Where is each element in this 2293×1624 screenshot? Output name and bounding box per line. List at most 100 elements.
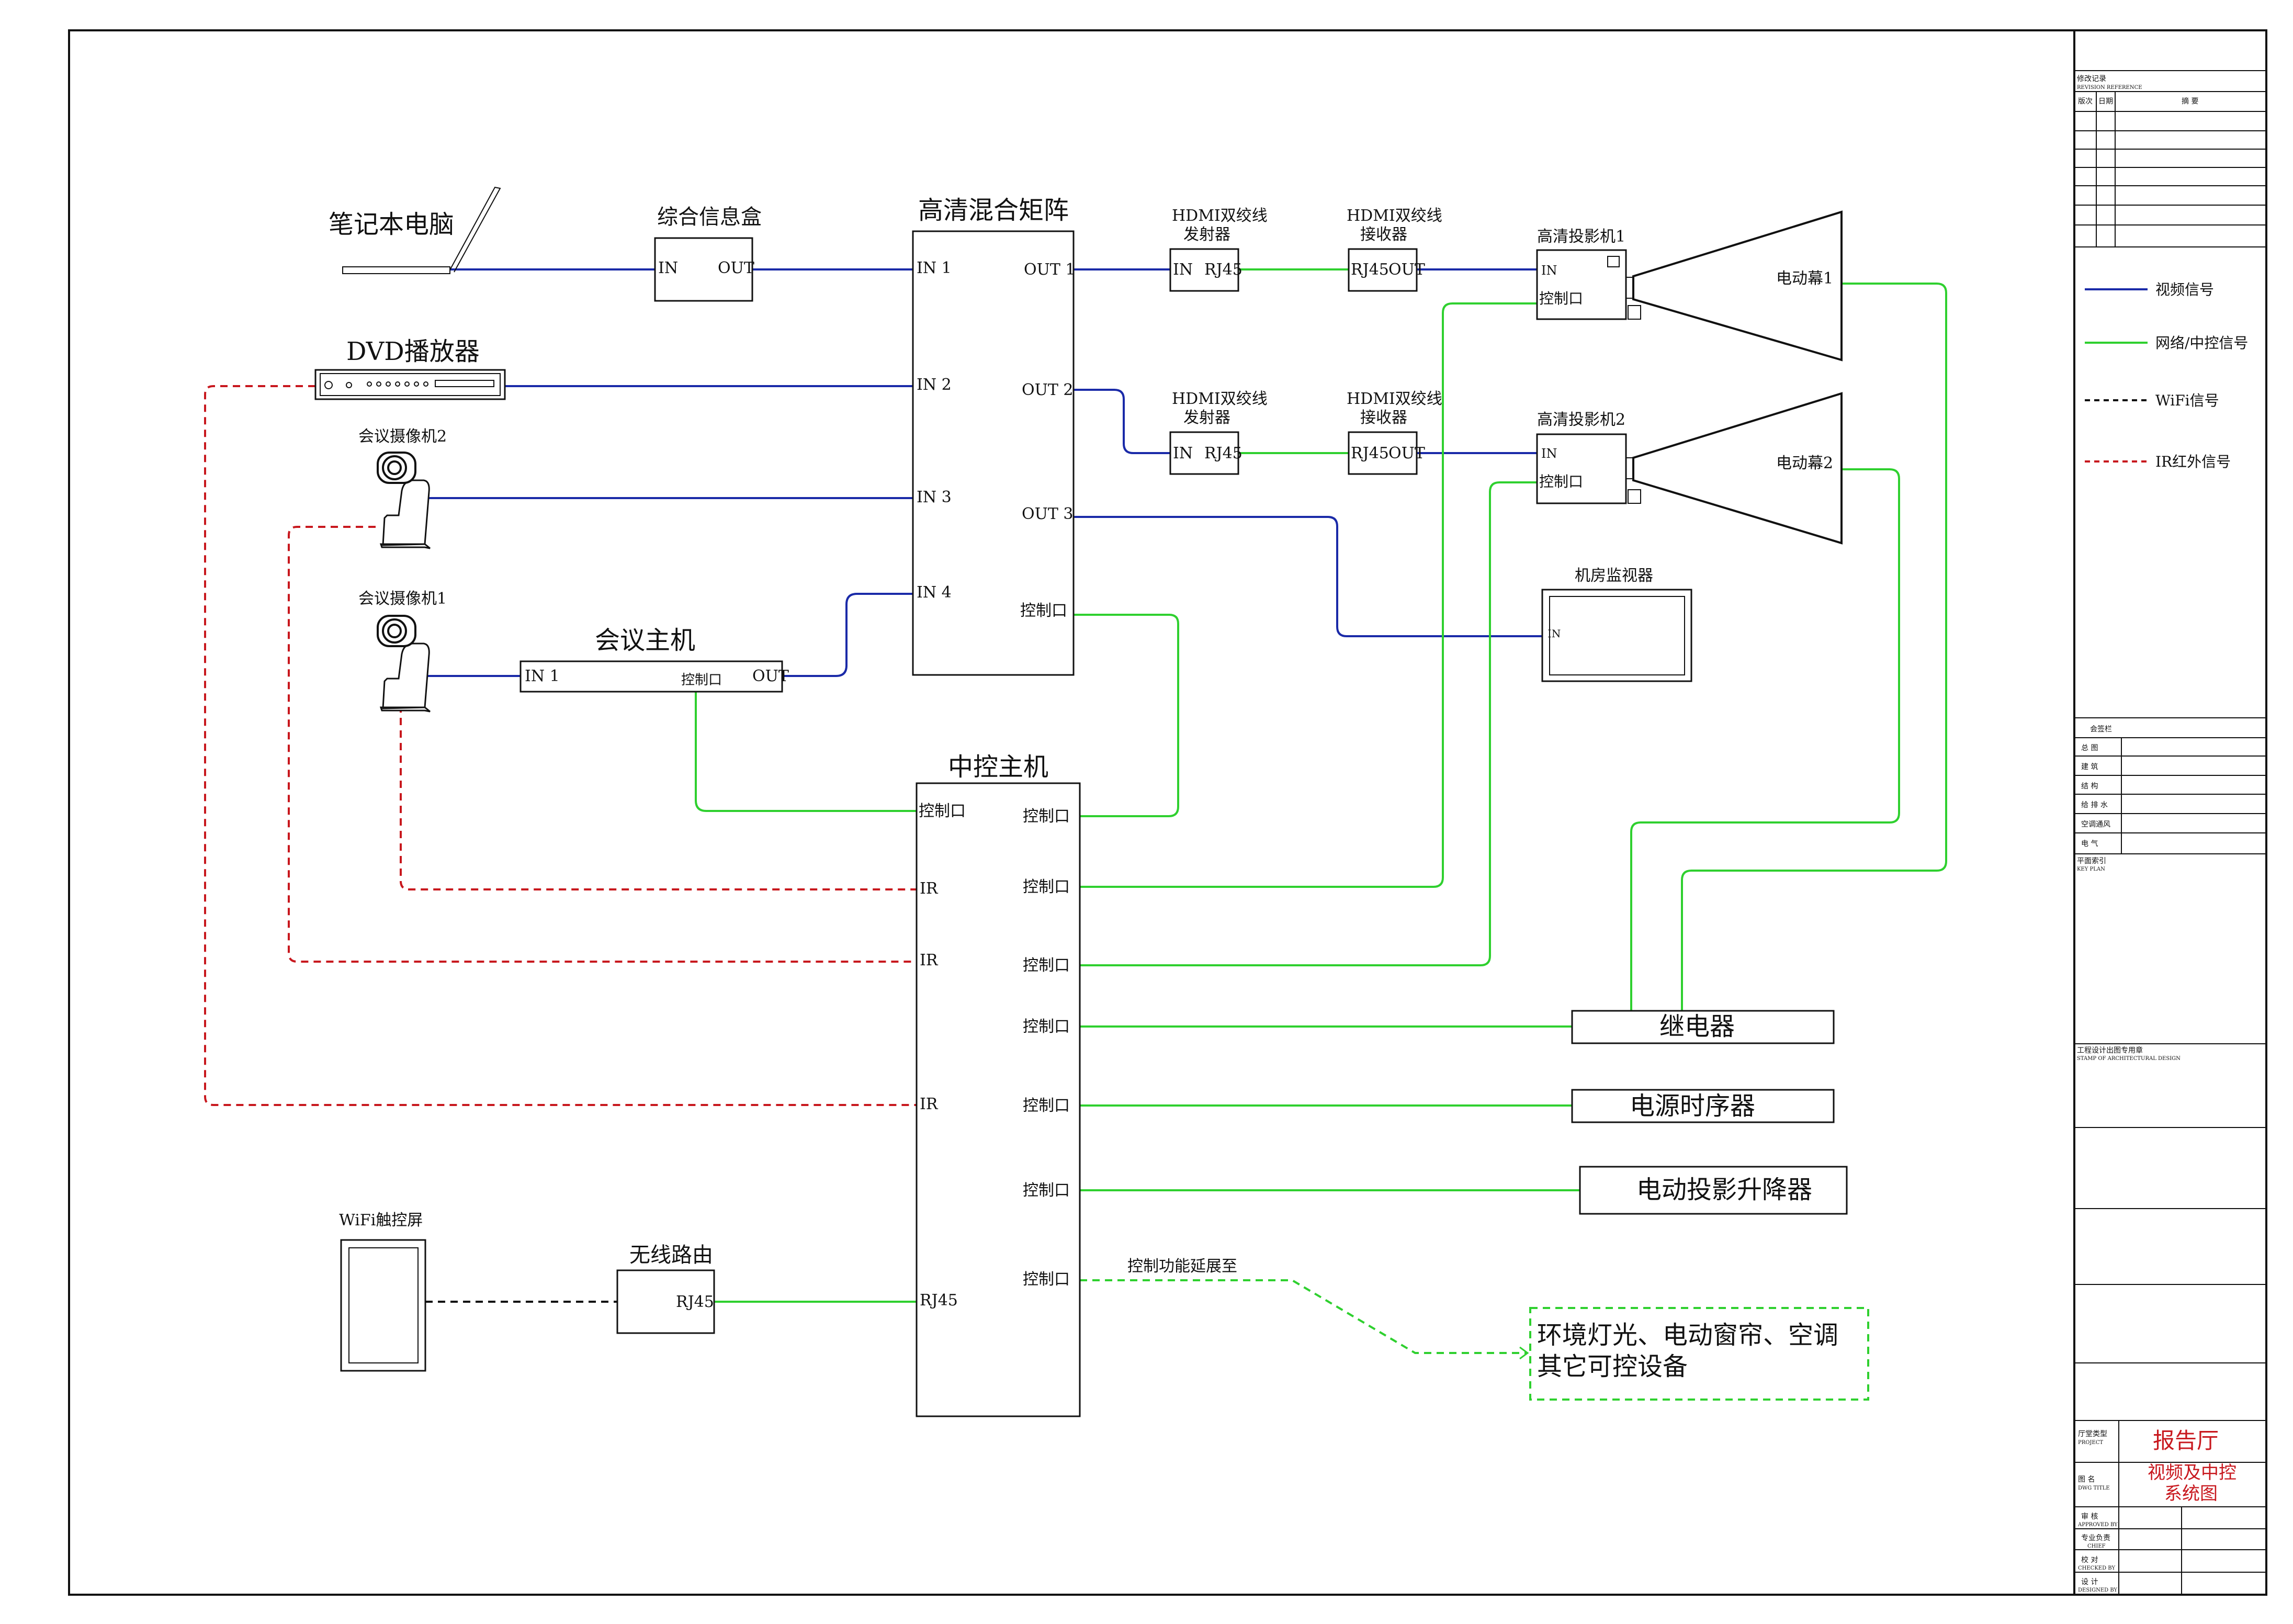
line-matrix-ctrl-to-controller <box>1074 614 1179 817</box>
matrix-in1-port: IN 1 <box>917 259 952 277</box>
projector1-box <box>1536 249 1627 320</box>
info-box-title: 综合信息盒 <box>657 205 762 229</box>
monitor-outer <box>1541 589 1692 682</box>
relay-box <box>1571 1010 1835 1044</box>
revision-col-note: 摘 要 <box>2182 97 2198 106</box>
dvd-button-icon <box>386 381 391 387</box>
screen1-beam-icon <box>1632 210 1843 362</box>
projector-lift-device: 电动投影升降器 <box>1579 1166 1848 1215</box>
revision-title-en: REVISION REFERENCE <box>2077 85 2142 91</box>
sign-header: 会签栏 <box>2090 725 2112 734</box>
designed-cn: 设 计 <box>2081 1578 2098 1586</box>
screen2-label: 电动幕2 <box>1776 454 1833 472</box>
matrix-out2-port: OUT 2 <box>1022 381 1074 399</box>
laptop-base-icon <box>342 266 450 274</box>
router-label: 无线路由 <box>629 1243 713 1267</box>
projector1-lens-icon <box>1625 277 1634 299</box>
hdmi-rx1: HDMI双绞线 接收器 RJ45 OUT <box>1347 207 1442 292</box>
power-sequencer-device: 电源时序器 <box>1571 1089 1835 1123</box>
dvd-button-icon <box>346 382 352 388</box>
camera1-lens-inner-icon <box>387 624 402 638</box>
wireless-router: 无线路由 RJ45 <box>616 1243 715 1334</box>
project-value: 报告厅 <box>2153 1428 2219 1453</box>
info-box-in-port: IN <box>658 259 678 277</box>
extend-arrow-icon <box>1519 1346 1529 1360</box>
hdmi-tx1-in-port: IN <box>1173 261 1193 279</box>
conference-host-device: 会议主机 IN 1 控制口 OUT <box>519 626 789 693</box>
extend-devices: 环境灯光、电动窗帘、空调 其它可控设备 <box>1529 1307 1869 1401</box>
video-lines <box>426 268 1542 677</box>
controller-extend-label: 控制功能延展至 <box>1127 1257 1237 1276</box>
projector2-ctrl-port: 控制口 <box>1539 473 1583 490</box>
dvd-device: DVD播放器 <box>314 337 506 400</box>
matrix-out3-port: OUT 3 <box>1022 505 1074 523</box>
controller-left-port-ir3: IR <box>920 1095 939 1113</box>
camera2-lens-inner-icon <box>387 460 402 475</box>
touch-screen-label: WiFi触控屏 <box>339 1211 423 1230</box>
extend-line2: 其它可控设备 <box>1537 1352 1688 1381</box>
dvd-button-icon <box>414 381 419 387</box>
revision-col-date: 日期 <box>2098 97 2113 106</box>
line-controller-to-projector2 <box>1080 481 1537 966</box>
network-lines <box>695 268 1947 1303</box>
controller-title: 中控主机 <box>948 752 1048 782</box>
drawing-value-line1: 视频及中控 <box>2148 1462 2236 1483</box>
title-block: 修改记录 REVISION REFERENCE 版次 日期 摘 要 视频信号 网… <box>2073 30 2267 1595</box>
dvd-label: DVD播放器 <box>346 337 480 366</box>
dvd-button-icon <box>423 381 428 387</box>
discipline-0: 总 图 <box>2081 744 2098 752</box>
controller-right-port-4: 控制口 <box>1023 1018 1070 1036</box>
checked-en: CHECKED BY <box>2078 1565 2115 1571</box>
projector1-in-port: IN <box>1541 263 1557 278</box>
approved-en: APPROVED BY <box>2077 1522 2118 1528</box>
conf-host-ctrl-port: 控制口 <box>681 672 722 688</box>
laptop-device: 笔记本电脑 <box>329 186 501 274</box>
hdmi-rx2-out-port: OUT <box>1388 444 1425 463</box>
screen2: 电动幕2 <box>1632 392 1843 545</box>
hdmi-rx2-rj45-port: RJ45 <box>1351 444 1389 463</box>
projector1-foot-icon <box>1628 305 1641 320</box>
hdmi-rx2-box <box>1348 431 1418 475</box>
line-matrix-out2-to-tx2 <box>1074 389 1170 454</box>
controller-right-port-6: 控制口 <box>1023 1181 1070 1200</box>
revision-title-cn: 修改记录 <box>2077 75 2106 83</box>
camera2-body-icon <box>379 479 431 549</box>
screen1: 电动幕1 <box>1632 210 1843 362</box>
matrix-in3-port: IN 3 <box>917 488 952 506</box>
controller-right-port-1: 控制口 <box>1023 807 1070 826</box>
power-seq-label: 电源时序器 <box>1630 1091 1755 1121</box>
dvd-disc-tray <box>435 380 494 387</box>
lift-box <box>1579 1166 1848 1215</box>
discipline-2: 结 构 <box>2081 782 2098 791</box>
info-box-device: 综合信息盒 IN OUT <box>654 205 762 302</box>
controller-right-port-5: 控制口 <box>1023 1097 1070 1115</box>
discipline-3: 给 排 水 <box>2081 801 2108 809</box>
touch-screen-outer <box>340 1239 426 1372</box>
key-plan-en: KEY PLAN <box>2077 866 2105 872</box>
dvd-body <box>314 369 506 400</box>
hdmi-tx1: HDMI双绞线 发射器 IN RJ45 <box>1169 207 1268 292</box>
wifi-touch-screen: WiFi触控屏 <box>339 1211 426 1372</box>
legend-network-label: 网络/中控信号 <box>2155 334 2248 352</box>
controller-right-port-3: 控制口 <box>1023 956 1070 975</box>
projector2-label: 高清投影机2 <box>1537 411 1625 429</box>
hdmi-tx2-box <box>1169 431 1239 475</box>
matrix-in4-port: IN 4 <box>917 583 952 602</box>
hdmi-rx1-out-port: OUT <box>1388 261 1425 279</box>
info-box <box>654 237 753 302</box>
screen1-label: 电动幕1 <box>1776 269 1833 288</box>
chief-en: CHIEF <box>2087 1543 2106 1549</box>
hdmi-tx1-rj45-port: RJ45 <box>1204 261 1242 279</box>
line-confhost-ctrl-to-controller <box>695 692 917 812</box>
revision-col-rev: 版次 <box>2078 97 2093 106</box>
project-label-cn: 厅堂类型 <box>2078 1430 2107 1438</box>
dvd-button-icon <box>404 381 410 387</box>
conf-host-title: 会议主机 <box>595 626 695 655</box>
approved-cn: 审 核 <box>2081 1513 2098 1521</box>
revision-table <box>2074 70 2267 247</box>
projector1: 高清投影机1 IN 控制口 <box>1536 228 1641 320</box>
dvd-button-icon <box>395 381 400 387</box>
projector2-box <box>1536 433 1627 504</box>
conf-host-out-port: OUT <box>752 667 789 685</box>
